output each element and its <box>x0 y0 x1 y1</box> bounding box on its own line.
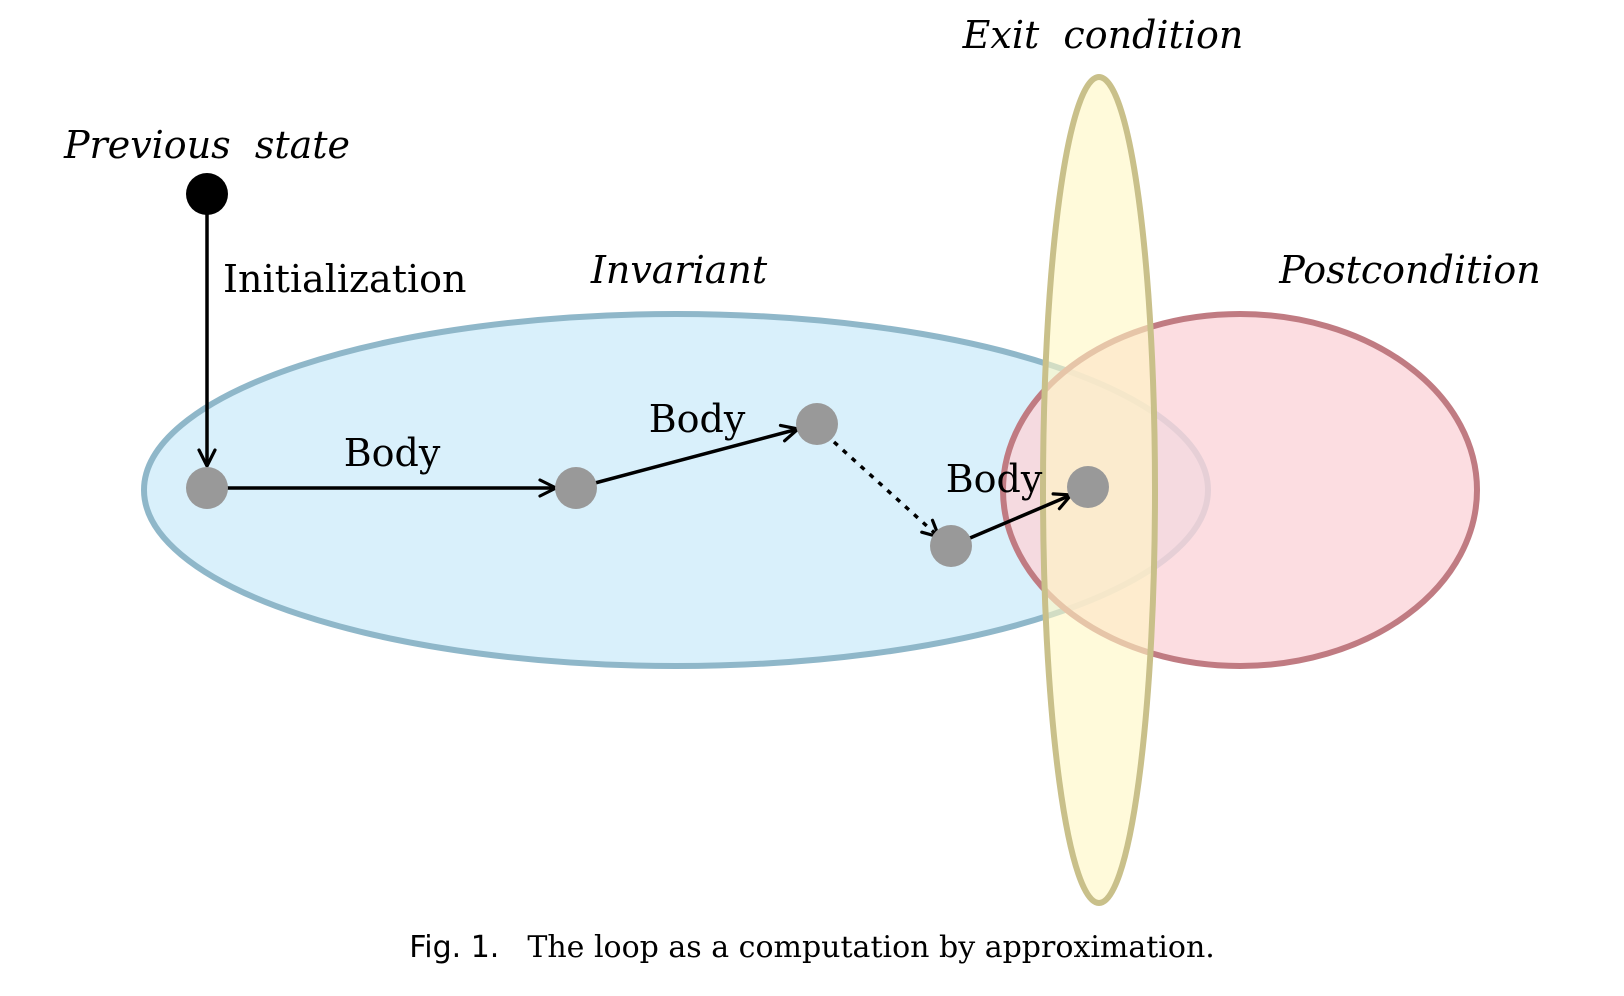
body-arrow-2 <box>594 423 800 485</box>
postcondition-label: Postcondition <box>1278 248 1541 292</box>
body-label-3: Body <box>946 457 1043 501</box>
previous-state-label: Previous state <box>63 123 350 167</box>
initialization-label: Initialization <box>223 257 466 301</box>
caption-label: Fig. 1. <box>409 930 500 965</box>
state-node-3 <box>796 403 838 445</box>
final-state-node <box>1067 466 1109 508</box>
caption-text: The loop as a computation by approximati… <box>527 930 1215 965</box>
state-node-4 <box>930 525 972 567</box>
figure-caption: Fig. 1. The loop as a computation by appr… <box>0 930 1624 965</box>
exit-condition-label: Exit condition <box>962 13 1244 57</box>
body-arrow-3 <box>969 492 1073 540</box>
body-label-2: Body <box>649 397 746 441</box>
body-label-1: Body <box>344 431 441 475</box>
previous-state-node <box>186 173 228 215</box>
invariant-label: Invariant <box>590 248 768 292</box>
state-node-2 <box>555 467 597 509</box>
initial-state-node <box>186 467 228 509</box>
